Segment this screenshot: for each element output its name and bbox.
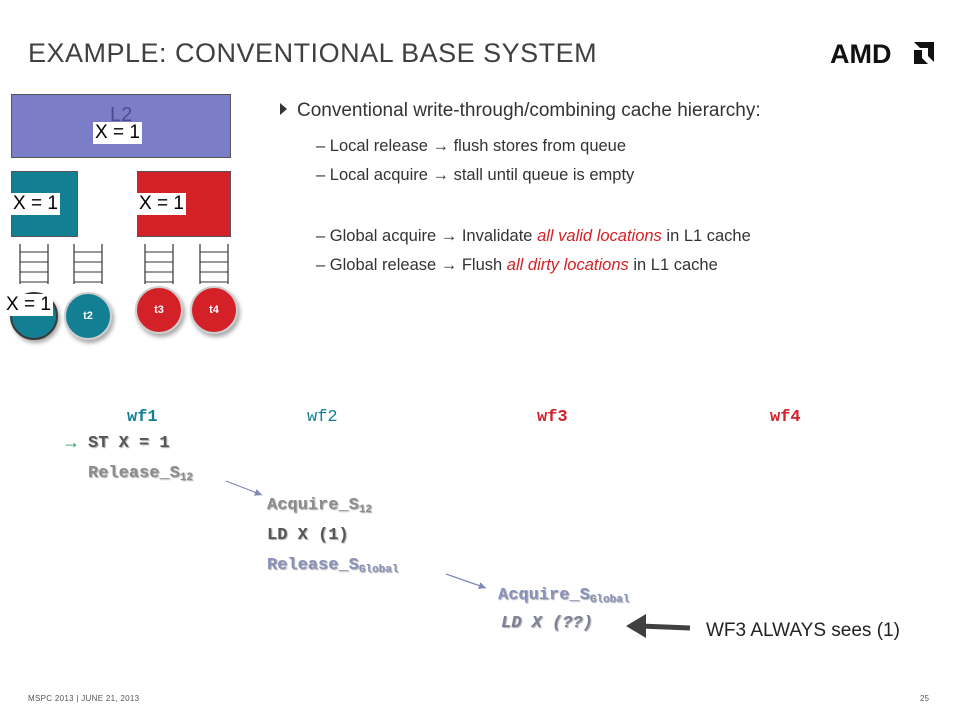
highlight-text: all dirty locations — [506, 256, 629, 274]
dash: – — [316, 227, 326, 245]
store-queue-3 — [144, 244, 174, 284]
dash: – — [316, 137, 326, 155]
sub-text: stall until queue is empty — [449, 166, 635, 184]
highlight-text: all valid locations — [537, 227, 662, 245]
sync-arrow-s12 — [225, 480, 263, 496]
sub-bullet-local-acquire: – Local acquire → stall until queue is e… — [316, 166, 634, 185]
page-title: EXAMPLE: CONVENTIONAL BASE SYSTEM — [28, 38, 598, 68]
code-release-s12: Release_S12 — [88, 464, 193, 484]
code-ld-unknown: LD X (??) — [501, 614, 593, 633]
thread-t3-label: t3 — [154, 304, 164, 316]
dash: – — [316, 166, 326, 184]
store-queue-2 — [73, 244, 103, 284]
wf2-header: wf2 — [307, 408, 338, 427]
sub-text: Global release — [329, 256, 441, 274]
code-subscript: Global — [589, 594, 630, 606]
annotation-text: WF3 ALWAYS sees (1) — [706, 620, 900, 641]
wf4-header: wf4 — [770, 408, 801, 427]
wf3-header: wf3 — [537, 408, 568, 427]
thread-t2: t2 — [64, 292, 112, 340]
page-number: 25 — [920, 694, 929, 703]
sub-bullet-global-release: – Global release → Flush all dirty locat… — [316, 256, 718, 275]
annotation-arrow-head-icon — [626, 614, 646, 638]
code-acquire-sglobal: Acquire_SGlobal — [498, 586, 629, 606]
thread-t3: t3 — [135, 286, 183, 334]
sub-text: Invalidate — [457, 227, 538, 245]
l1a-value-label: X = 1 — [11, 193, 60, 215]
wf1-header: wf1 — [127, 408, 158, 427]
right-arrow-icon: → — [440, 227, 458, 245]
sub-text: Local acquire — [329, 166, 433, 184]
store-queue-4 — [199, 244, 229, 284]
thread-t4: t4 — [190, 286, 238, 334]
code-subscript: Global — [358, 564, 399, 576]
sub-text: in L1 cache — [628, 256, 718, 274]
code-st: ST X = 1 — [88, 434, 170, 453]
l2-value-label: X = 1 — [93, 122, 142, 144]
footer-text: MSPC 2013 | JUNE 21, 2013 — [28, 694, 140, 703]
l1b-value-label: X = 1 — [137, 193, 186, 215]
sub-text: Global acquire — [329, 227, 441, 245]
amd-logo: AMD — [830, 39, 934, 69]
code-text: Acquire_S — [498, 586, 590, 605]
bullet-triangle-icon — [280, 103, 287, 115]
sub-text: Local release — [329, 137, 433, 155]
sub-bullet-global-acquire: – Global acquire → Invalidate all valid … — [316, 227, 751, 246]
sub-text: in L1 cache — [661, 227, 751, 245]
code-ld-1: LD X (1) — [267, 526, 349, 545]
sub-text: Flush — [457, 256, 507, 274]
code-release-sglobal: Release_SGlobal — [267, 556, 398, 576]
sync-arrow-global — [445, 573, 487, 590]
sub-bullet-local-release: – Local release → flush stores from queu… — [316, 137, 626, 156]
l2-cache-label: L2 — [110, 104, 133, 126]
right-arrow-icon: → — [440, 256, 458, 274]
amd-logo-text: AMD — [830, 39, 892, 69]
code-subscript: 12 — [358, 504, 373, 516]
thread1-value-label: X = 1 — [4, 294, 53, 316]
right-arrow-icon: → — [432, 166, 450, 184]
thread-t2-label: t2 — [83, 310, 93, 322]
code-subscript: 12 — [179, 472, 194, 484]
annotation-arrow-shaft — [639, 623, 691, 631]
right-arrow-icon: → — [432, 137, 450, 155]
store-queue-1 — [19, 244, 49, 284]
code-text: Acquire_S — [267, 496, 359, 515]
thread-t4-label: t4 — [209, 304, 219, 316]
current-line-arrow-icon: → — [62, 432, 80, 452]
main-bullet: Conventional write-through/combining cac… — [280, 100, 761, 122]
code-text: Release_S — [88, 464, 180, 483]
code-acquire-s12: Acquire_S12 — [267, 496, 372, 516]
main-bullet-text: Conventional write-through/combining cac… — [297, 100, 761, 121]
sub-text: flush stores from queue — [449, 137, 627, 155]
dash: – — [316, 256, 326, 274]
code-text: Release_S — [267, 556, 359, 575]
